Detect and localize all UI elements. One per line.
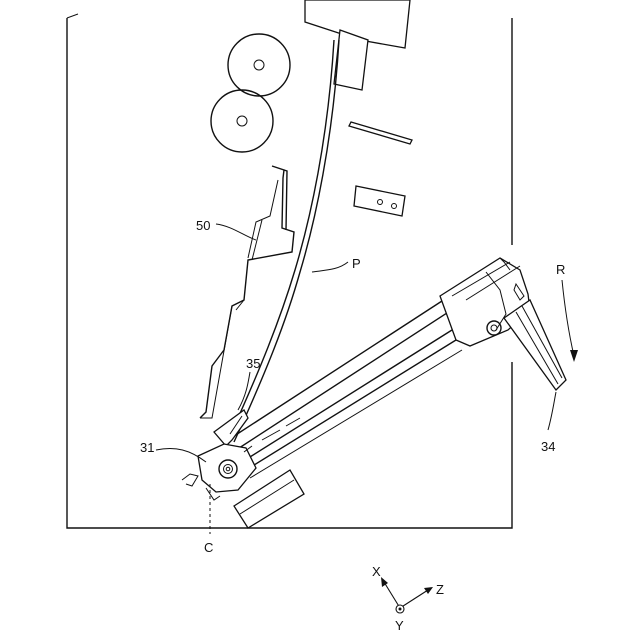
rotation-arrow-R (562, 280, 578, 362)
label-35: 35 (246, 356, 260, 371)
thin-plate (349, 122, 412, 144)
axis-label-z: Z (436, 582, 444, 597)
housing-frame (67, 14, 512, 528)
label-34: 34 (541, 439, 555, 454)
z-arrow-icon (424, 587, 433, 594)
label-31: 31 (140, 440, 154, 455)
bracket-plate (354, 186, 405, 216)
label-R: R (556, 262, 565, 277)
arm-34 (228, 258, 566, 528)
label-P: P (352, 256, 361, 271)
leader-P (312, 262, 348, 272)
unit-31 (182, 444, 256, 500)
leader-34 (548, 392, 556, 430)
sheet-P (228, 40, 339, 442)
axis-label-x: X (372, 564, 381, 579)
axis-label-y: Y (395, 618, 404, 633)
top-block (305, 0, 410, 90)
label-50: 50 (196, 218, 210, 233)
roller-upper (228, 34, 290, 96)
guide-member-50 (200, 166, 294, 418)
label-C: C (204, 540, 213, 555)
claw-35 (214, 410, 248, 446)
leader-50 (216, 224, 256, 240)
coordinate-axes: X Z Y (372, 564, 444, 633)
x-arrow-icon (381, 577, 388, 587)
roller-lower (211, 90, 273, 152)
